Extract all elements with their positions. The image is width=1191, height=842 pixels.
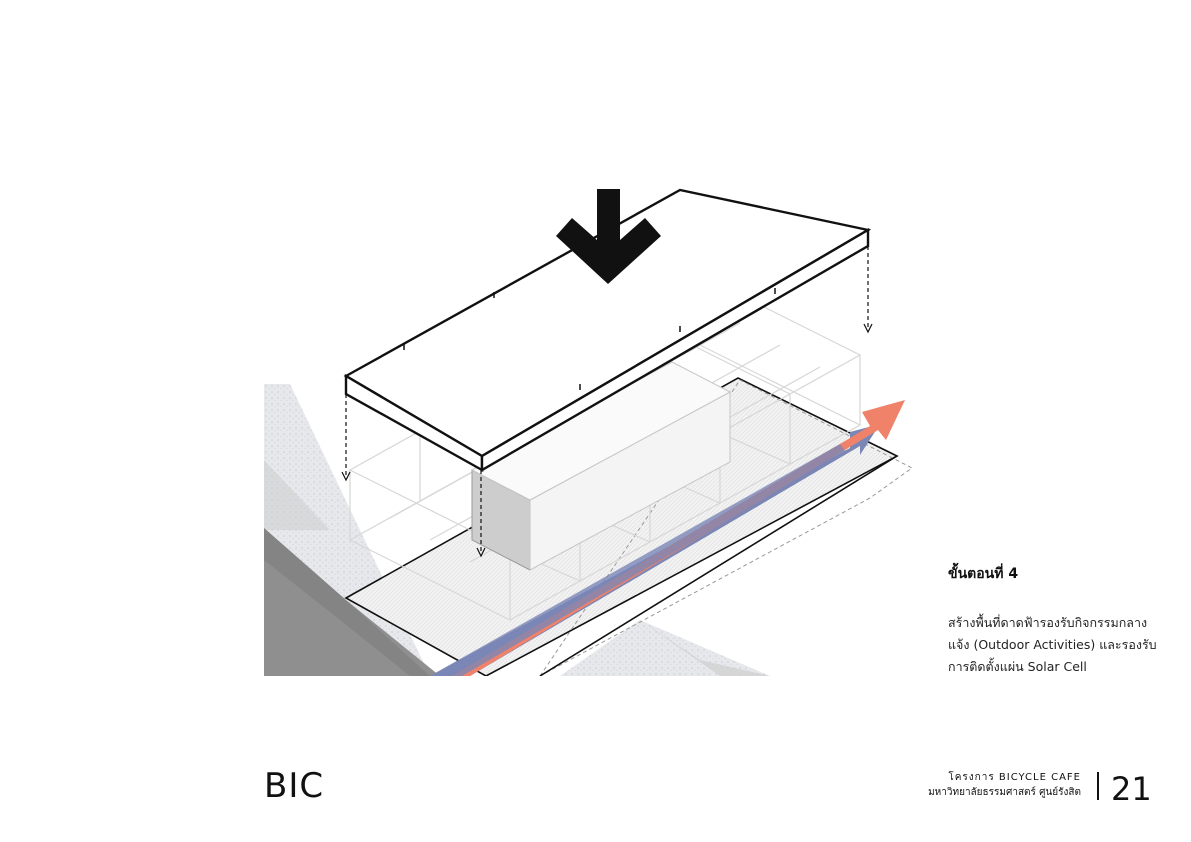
project-name: โครงการ BICYCLE CAFE: [948, 772, 1081, 783]
brand-logo: BIC: [264, 766, 325, 806]
step-title: ขั้นตอนที่ 4: [948, 566, 1019, 582]
step-description: สร้างพื้นที่ดาดฟ้ารองรับกิจกรรมกลาง แจ้ง…: [948, 612, 1163, 678]
description-line: การติดตั้งแผ่น Solar Cell: [948, 659, 1087, 674]
footer-divider: [1097, 772, 1099, 800]
description-line: แจ้ง (Outdoor Activities) และรองรับ: [948, 637, 1157, 652]
projection-lines: [341, 246, 873, 558]
roof-slab: [343, 188, 872, 473]
inner-volume: [470, 361, 732, 571]
circulation-arrows: [430, 400, 905, 676]
institution-name: มหาวิทยาลัยธรรมศาสตร์ ศูนย์รังสิต: [928, 787, 1081, 798]
page-number: 21: [1111, 770, 1152, 808]
down-arrow-icon: [556, 189, 661, 284]
description-line: สร้างพื้นที่ดาดฟ้ารองรับกิจกรรมกลาง: [948, 615, 1148, 630]
project-info: โครงการ BICYCLE CAFE มหาวิทยาลัยธรรมศาสต…: [928, 770, 1081, 800]
